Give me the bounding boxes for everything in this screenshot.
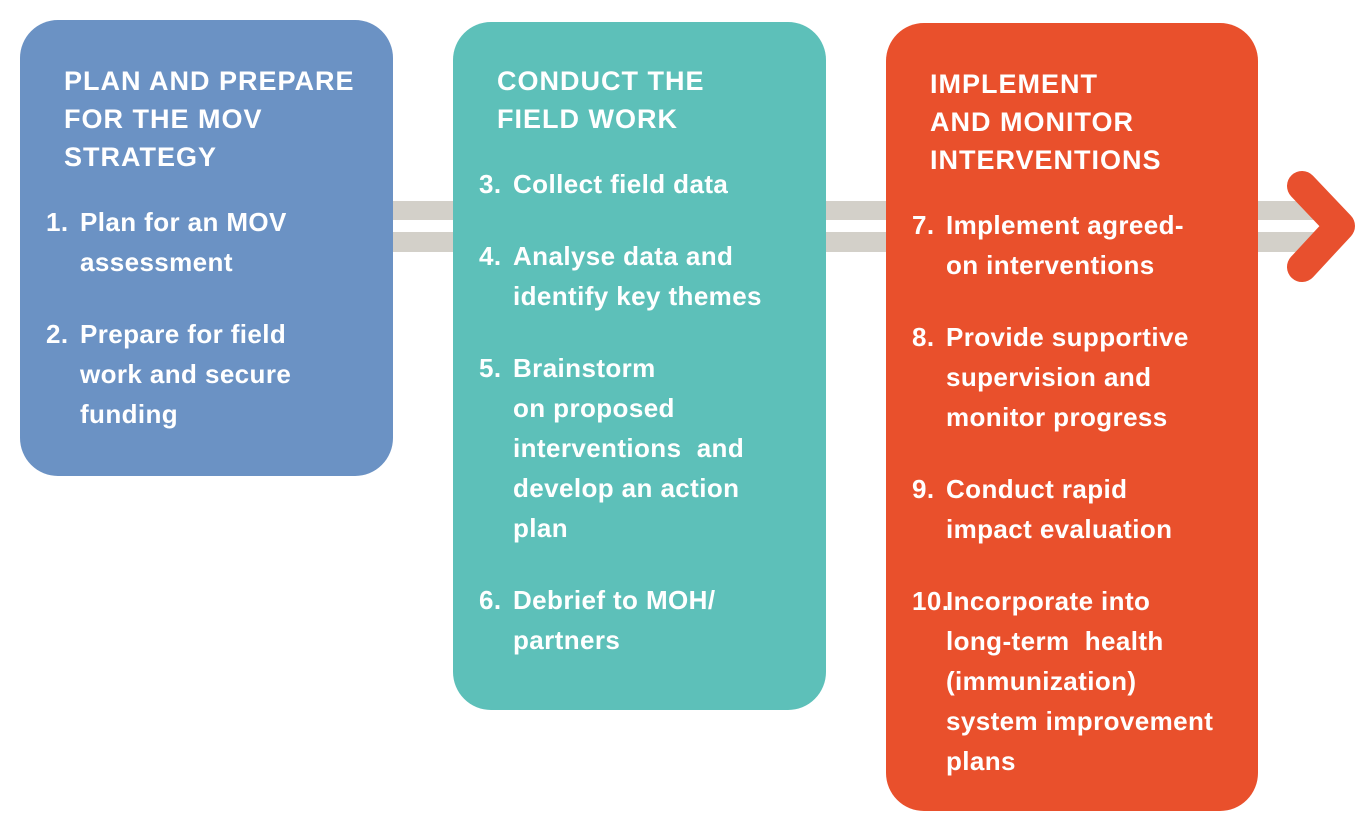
step-item: 1. Plan for an MOV assessment	[46, 202, 365, 282]
step-text: Debrief to MOH/ partners	[513, 585, 716, 655]
stage-title: PLAN AND PREPARE FOR THE MOV STRATEGY	[64, 66, 355, 172]
step-number: 2.	[46, 319, 69, 349]
step-text: Conduct rapid impact evaluation	[946, 474, 1173, 544]
step-number: 10.	[912, 586, 950, 616]
step-text: Implement agreed- on interventions	[946, 210, 1184, 280]
stage-title: IMPLEMENT AND MONITOR INTERVENTIONS	[930, 69, 1162, 175]
step-item: 7. Implement agreed- on interventions	[912, 205, 1230, 285]
step-text: Analyse data and identify key themes	[513, 241, 762, 311]
step-text: Provide supportive supervision and monit…	[946, 322, 1189, 432]
step-number: 6.	[479, 585, 502, 615]
step-item: 4. Analyse data and identify key themes	[479, 236, 798, 316]
step-number: 1.	[46, 207, 69, 237]
stage-title: CONDUCT THE FIELD WORK	[497, 66, 705, 134]
step-item: 8. Provide supportive supervision and mo…	[912, 317, 1230, 437]
step-text: Brainstorm on proposed interventions and…	[513, 353, 745, 543]
flow-arrow-icon	[1287, 171, 1355, 282]
step-text: Plan for an MOV assessment	[80, 207, 287, 277]
step-item: 10. Incorporate into long-term health (i…	[912, 581, 1230, 781]
step-text: Incorporate into long-term health (immun…	[946, 586, 1214, 776]
stage-plan-and-prepare: PLAN AND PREPARE FOR THE MOV STRATEGY 1.…	[20, 20, 393, 476]
step-number: 5.	[479, 353, 502, 383]
step-number: 7.	[912, 210, 935, 240]
step-item: 5. Brainstorm on proposed interventions …	[479, 348, 798, 548]
step-number: 3.	[479, 169, 502, 199]
stage-conduct-field-work: CONDUCT THE FIELD WORK 3. Collect field …	[453, 22, 826, 710]
step-number: 9.	[912, 474, 935, 504]
step-number: 8.	[912, 322, 935, 352]
step-item: 2. Prepare for field work and secure fun…	[46, 314, 365, 434]
stage-implement-and-monitor: IMPLEMENT AND MONITOR INTERVENTIONS 7. I…	[886, 23, 1258, 811]
step-item: 6. Debrief to MOH/ partners	[479, 580, 798, 660]
step-number: 4.	[479, 241, 502, 271]
step-text: Collect field data	[513, 169, 729, 199]
step-item: 9. Conduct rapid impact evaluation	[912, 469, 1230, 549]
step-item: 3. Collect field data	[479, 164, 798, 204]
step-text: Prepare for field work and secure fundin…	[80, 319, 292, 429]
